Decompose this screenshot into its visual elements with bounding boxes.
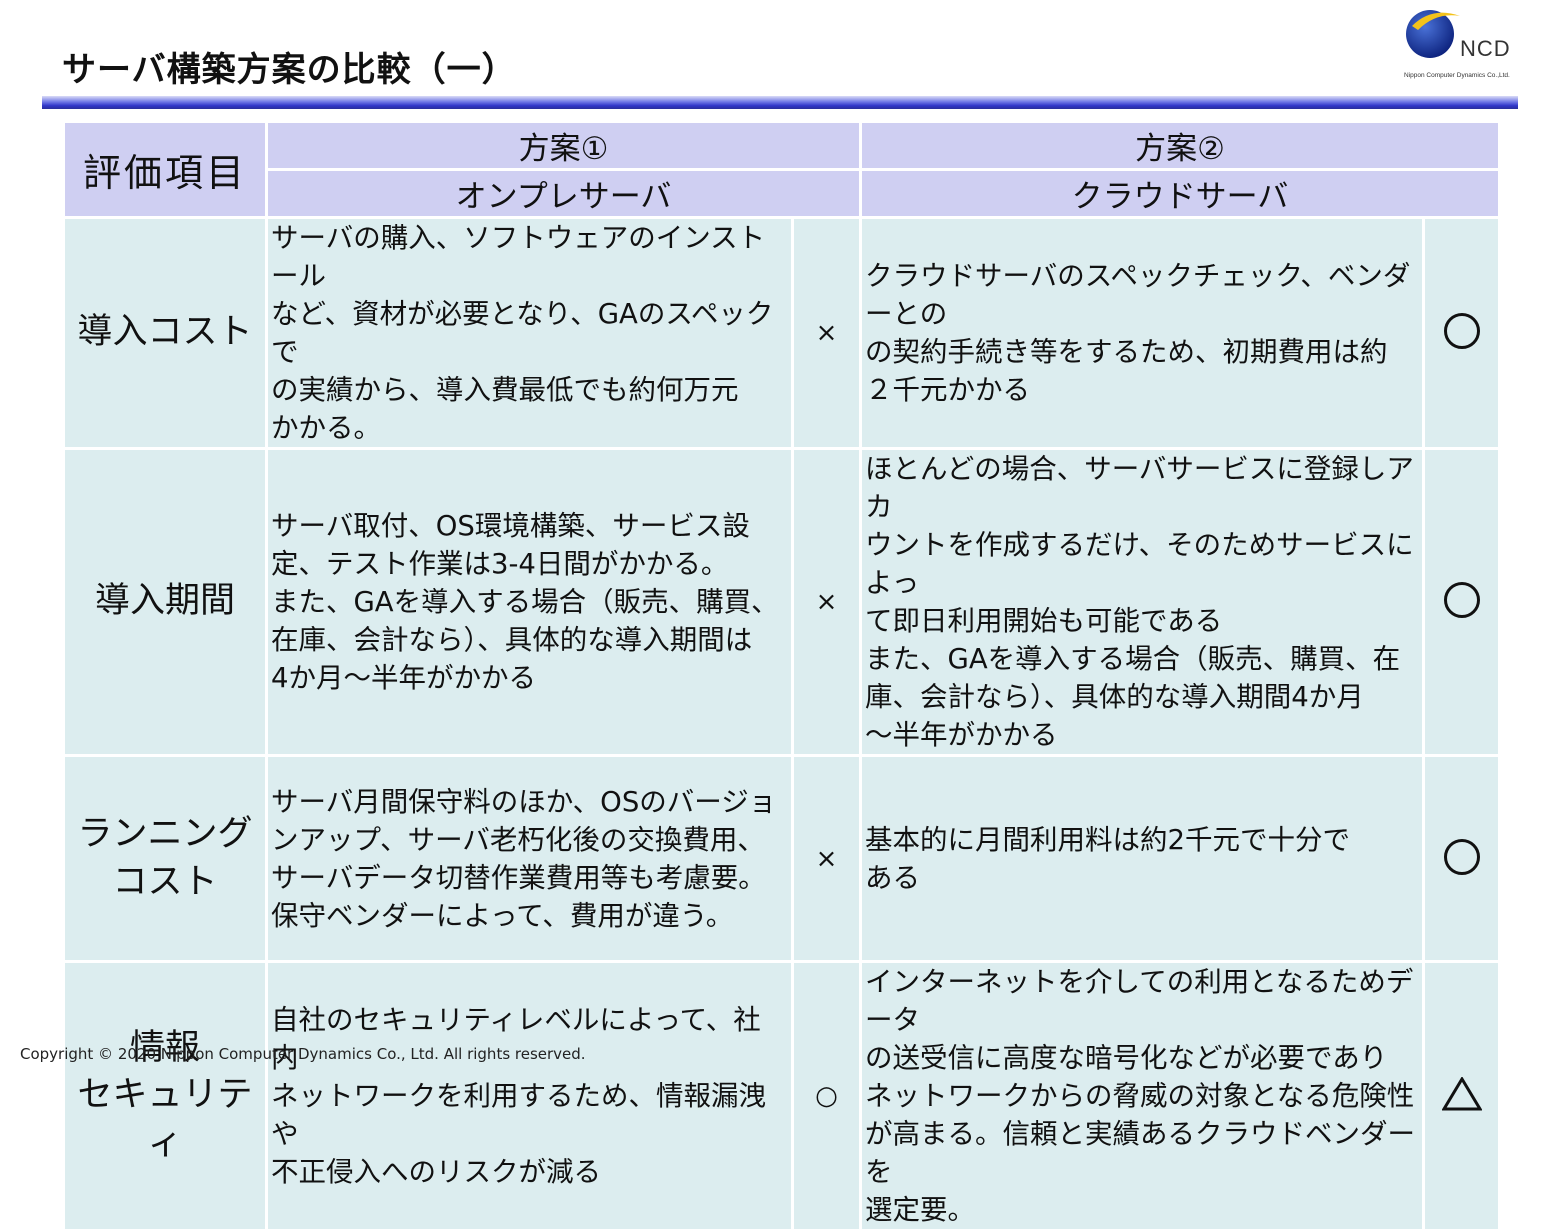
comparison-table: 評価項目 方案① 方案② オンプレサーバ クラウドサーバ 導入コストサーバの購入… — [62, 120, 1502, 1232]
desc-line: が高まる。信頼と実績あるクラウドベンダーを — [865, 1118, 1416, 1188]
plan1-description: サーバ月間保守料のほか、OSのバージョンアップ、サーバ老朽化後の交換費用、サーバ… — [265, 754, 794, 963]
eval-item-line: 導入コスト — [77, 312, 253, 353]
desc-line: また、GAを導入する場合（販売、購買、 — [271, 586, 779, 618]
plan1-subheader: オンプレサーバ — [264, 168, 863, 219]
title-underline — [42, 96, 1518, 109]
desc-line: の送受信に高度な暗号化などが必要であり — [865, 1042, 1388, 1074]
desc-line: ～半年がかかる — [865, 719, 1058, 751]
desc-line: ネットワークを利用するため、情報漏洩や — [271, 1080, 766, 1150]
plan2-rating — [1422, 216, 1502, 450]
plan2-rating — [1422, 960, 1502, 1232]
eval-item-line: ランニング — [77, 814, 253, 855]
desc-line: 不正侵入へのリスクが減る — [271, 1156, 601, 1188]
desc-line: の契約手続き等をするため、初期費用は約 — [865, 336, 1388, 368]
plan2-description: インターネットを介しての利用となるためデータの送受信に高度な暗号化などが必要であ… — [859, 960, 1426, 1232]
plan1-description: サーバの購入、ソフトウェアのインストールなど、資材が必要となり、GAのスペックで… — [265, 216, 794, 450]
desc-line: ２千元かかる — [865, 374, 1031, 406]
desc-line: など、資材が必要となり、GAのスペックで — [271, 298, 774, 368]
company-logo: NCD Nippon Computer Dynamics Co.,Ltd. — [1398, 4, 1518, 84]
plan2-header: 方案② — [859, 120, 1502, 171]
plan2-rating — [1422, 754, 1502, 963]
plan1-description: サーバ取付、OS環境構築、サービス設定、テスト作業は3-4日間がかかる。また、G… — [265, 447, 794, 757]
plan1-rating: × — [790, 216, 863, 450]
desc-line: ウントを作成するだけ、そのためサービスによっ — [865, 529, 1414, 599]
desc-line: 自社のセキュリティレベルによって、社内 — [271, 1004, 761, 1074]
desc-line: また、GAを導入する場合（販売、購買、在 — [865, 643, 1401, 675]
desc-line: の実績から、導入費最低でも約何万元 — [271, 374, 739, 406]
table-row: 導入コストサーバの購入、ソフトウェアのインストールなど、資材が必要となり、GAの… — [62, 216, 1502, 450]
table-row: 導入期間サーバ取付、OS環境構築、サービス設定、テスト作業は3-4日間がかかる。… — [62, 447, 1502, 757]
eval-header: 評価項目 — [62, 120, 268, 219]
table-row: ランニングコストサーバ月間保守料のほか、OSのバージョンアップ、サーバ老朽化後の… — [62, 754, 1502, 963]
globe-icon — [1406, 10, 1460, 58]
eval-item-line: セキュリティ — [77, 1075, 253, 1163]
plan1-rating: × — [790, 447, 863, 757]
desc-line: クラウドサーバのスペックチェック、ベンダーとの — [865, 260, 1411, 330]
eval-item: 導入期間 — [62, 447, 268, 757]
desc-line: ほとんどの場合、サーバサービスに登録しアカ — [865, 453, 1414, 523]
desc-line: サーバデータ切替作業費用等も考慮要。 — [271, 861, 766, 894]
circle-icon — [1443, 582, 1480, 618]
copyright: Copyright © 2020 Nippon Computer Dynamic… — [20, 1045, 586, 1063]
plan2-description: ほとんどの場合、サーバサービスに登録しアカウントを作成するだけ、そのためサービス… — [859, 447, 1426, 757]
page-title: サーバ構築方案の比較（一） — [62, 50, 517, 90]
desc-line: 保守ベンダーによって、費用が違う。 — [271, 899, 734, 932]
desc-line: 庫、会計なら）、具体的な導入期間4か月 — [865, 681, 1364, 713]
desc-line: サーバ取付、OS環境構築、サービス設 — [271, 510, 750, 542]
eval-item-line: 導入期間 — [94, 581, 235, 622]
plan2-description: 基本的に月間利用料は約2千元で十分である — [859, 754, 1426, 963]
desc-line: 4か月～半年がかかる — [271, 662, 536, 694]
logo-subtitle: Nippon Computer Dynamics Co.,Ltd. — [1404, 72, 1510, 79]
plan1-description: 自社のセキュリティレベルによって、社内ネットワークを利用するため、情報漏洩や不正… — [265, 960, 794, 1232]
plan2-description: クラウドサーバのスペックチェック、ベンダーとのの契約手続き等をするため、初期費用… — [859, 216, 1426, 450]
eval-item-line: 情報 — [129, 1028, 200, 1069]
desc-line: サーバの購入、ソフトウェアのインストール — [271, 222, 766, 292]
desc-line: サーバ月間保守料のほか、OSのバージョ — [271, 785, 777, 818]
logo-text: NCD — [1460, 36, 1511, 61]
desc-line: ある — [865, 861, 921, 894]
desc-line: かかる。 — [271, 412, 381, 444]
desc-line: 定、テスト作業は3-4日間がかかる。 — [271, 548, 729, 580]
desc-line: 在庫、会計なら）、具体的な導入期間は — [271, 624, 753, 656]
circle-icon — [1443, 838, 1480, 875]
eval-item-line: コスト — [112, 861, 218, 902]
plan1-header: 方案① — [264, 120, 863, 171]
desc-line: ネットワークからの脅威の対象となる危険性 — [865, 1080, 1415, 1112]
eval-item: 情報セキュリティ — [62, 960, 268, 1232]
desc-line: 基本的に月間利用料は約2千元で十分で — [865, 823, 1351, 856]
plan2-subheader: クラウドサーバ — [859, 168, 1502, 219]
desc-line: ンアップ、サーバ老朽化後の交換費用、 — [271, 823, 765, 856]
table-row: 情報セキュリティ自社のセキュリティレベルによって、社内ネットワークを利用するため… — [62, 960, 1502, 1232]
desc-line: て即日利用開始も可能である — [865, 605, 1223, 637]
triangle-icon — [1441, 1077, 1482, 1111]
plan1-rating: × — [790, 754, 863, 963]
plan1-rating: ○ — [790, 960, 863, 1232]
circle-icon — [1443, 313, 1480, 349]
eval-item: 導入コスト — [62, 216, 268, 450]
desc-line: 選定要。 — [865, 1194, 976, 1226]
plan2-rating — [1422, 447, 1502, 757]
desc-line: インターネットを介しての利用となるためデータ — [865, 966, 1414, 1036]
eval-item: ランニングコスト — [62, 754, 268, 963]
